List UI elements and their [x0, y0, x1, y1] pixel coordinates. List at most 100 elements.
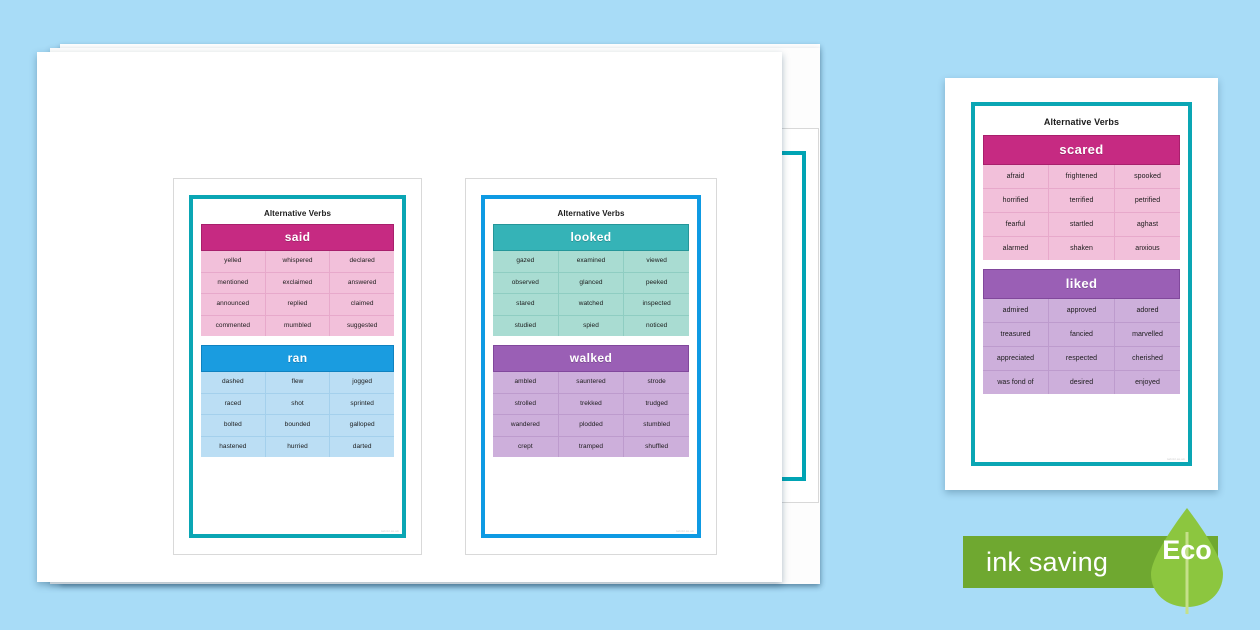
- verb-cell: strode: [624, 372, 689, 393]
- verb-cell: stumbled: [624, 415, 689, 436]
- verb-group-scared: scared afraid frightened spooked horrifi…: [983, 135, 1180, 260]
- verb-cell: bolted: [201, 415, 265, 436]
- poster-title: Alternative Verbs: [557, 209, 625, 218]
- verb-cell: shot: [265, 393, 330, 414]
- verb-cell: inspected: [624, 294, 689, 315]
- verb-cell: desired: [1049, 371, 1114, 394]
- poster-scared-liked: Alternative Verbs scared afraid frighten…: [971, 102, 1192, 466]
- leaf-icon: [1145, 506, 1229, 616]
- poster-credit: twinkl.co.uk: [676, 529, 694, 533]
- verb-cell: whispered: [265, 251, 330, 272]
- poster-page-scared-liked[interactable]: Alternative Verbs scared afraid frighten…: [945, 78, 1218, 490]
- verb-cell: petrified: [1115, 189, 1180, 212]
- verb-cell: sprinted: [330, 393, 394, 414]
- poster-said-ran: Alternative Verbs said yelled whispered …: [189, 195, 406, 538]
- verb-cell: horrified: [983, 189, 1048, 212]
- verb-grid: admired approved adored treasured fancie…: [983, 299, 1180, 394]
- verb-cell: mumbled: [265, 315, 330, 336]
- verb-cell: watched: [558, 294, 624, 315]
- verb-grid: afraid frightened spooked horrified terr…: [983, 165, 1180, 260]
- verb-cell: enjoyed: [1115, 371, 1180, 394]
- verb-cell: crept: [493, 436, 558, 457]
- verb-cell: was fond of: [983, 371, 1048, 394]
- verb-cell: bounded: [265, 415, 330, 436]
- verb-cell: observed: [493, 272, 558, 293]
- verb-grid: yelled whispered declared mentioned excl…: [201, 251, 394, 336]
- verb-group-heading: walked: [493, 345, 689, 372]
- verb-cell: viewed: [624, 251, 689, 272]
- eco-label: Eco: [1162, 534, 1212, 565]
- verb-cell: glanced: [558, 272, 624, 293]
- verb-grid: dashed flew jogged raced shot sprinted b…: [201, 372, 394, 457]
- verb-cell: exclaimed: [265, 272, 330, 293]
- verb-cell: raced: [201, 393, 265, 414]
- verb-group-looked: looked gazed examined viewed observed gl…: [493, 224, 689, 336]
- verb-cell: announced: [201, 294, 265, 315]
- verb-cell: sauntered: [558, 372, 624, 393]
- verb-cell: galloped: [330, 415, 394, 436]
- verb-cell: peeked: [624, 272, 689, 293]
- verb-cell: claimed: [330, 294, 394, 315]
- ink-saving-label: ink saving: [986, 546, 1109, 577]
- verb-cell: jogged: [330, 372, 394, 393]
- verb-cell: ambled: [493, 372, 558, 393]
- verb-cell: admired: [983, 299, 1048, 322]
- verb-cell: answered: [330, 272, 394, 293]
- verb-cell: hurried: [265, 436, 330, 457]
- verb-cell: marvelled: [1115, 323, 1180, 346]
- verb-cell: gazed: [493, 251, 558, 272]
- verb-cell: tramped: [558, 436, 624, 457]
- verb-cell: hastened: [201, 436, 265, 457]
- verb-cell: spied: [558, 315, 624, 336]
- verb-cell: darted: [330, 436, 394, 457]
- page-stack: Alternative Verbs said yelled whispered …: [37, 44, 820, 584]
- verb-cell: treasured: [983, 323, 1048, 346]
- poster-looked-walked: Alternative Verbs looked gazed examined …: [481, 195, 701, 538]
- hidden-poster-border: [780, 151, 806, 481]
- verb-cell: shaken: [1049, 237, 1114, 260]
- verb-grid: gazed examined viewed observed glanced p…: [493, 251, 689, 336]
- verb-group-ran: ran dashed flew jogged raced shot sprint…: [201, 345, 394, 457]
- verb-cell: frightened: [1049, 165, 1114, 188]
- verb-cell: trudged: [624, 393, 689, 414]
- verb-cell: replied: [265, 294, 330, 315]
- poster-title: Alternative Verbs: [1043, 117, 1120, 127]
- verb-cell: flew: [265, 372, 330, 393]
- verb-cell: suggested: [330, 315, 394, 336]
- verb-cell: examined: [558, 251, 624, 272]
- verb-cell: approved: [1049, 299, 1114, 322]
- verb-cell: alarmed: [983, 237, 1048, 260]
- verb-cell: dashed: [201, 372, 265, 393]
- verb-cell: adored: [1115, 299, 1180, 322]
- verb-cell: yelled: [201, 251, 265, 272]
- verb-group-liked: liked admired approved adored treasured …: [983, 269, 1180, 394]
- verb-cell: aghast: [1115, 213, 1180, 236]
- poster-credit: twinkl.co.uk: [1167, 457, 1185, 461]
- verb-cell: respected: [1049, 347, 1114, 370]
- verb-grid: ambled sauntered strode strolled trekked…: [493, 372, 689, 457]
- verb-group-heading: liked: [983, 269, 1180, 299]
- verb-group-heading: looked: [493, 224, 689, 251]
- verb-cell: terrified: [1049, 189, 1114, 212]
- verb-cell: strolled: [493, 393, 558, 414]
- verb-cell: wandered: [493, 415, 558, 436]
- verb-group-heading: said: [201, 224, 394, 251]
- poster-frame-said-ran[interactable]: Alternative Verbs said yelled whispered …: [173, 178, 422, 555]
- verb-cell: startled: [1049, 213, 1114, 236]
- verb-cell: cherished: [1115, 347, 1180, 370]
- verb-cell: declared: [330, 251, 394, 272]
- verb-cell: studied: [493, 315, 558, 336]
- verb-cell: commented: [201, 315, 265, 336]
- verb-cell: anxious: [1115, 237, 1180, 260]
- verb-cell: fearful: [983, 213, 1048, 236]
- poster-frame-looked-walked[interactable]: Alternative Verbs looked gazed examined …: [465, 178, 717, 555]
- verb-cell: stared: [493, 294, 558, 315]
- poster-title: Alternative Verbs: [263, 209, 332, 218]
- verb-cell: fancied: [1049, 323, 1114, 346]
- verb-cell: afraid: [983, 165, 1048, 188]
- verb-group-walked: walked ambled sauntered strode strolled …: [493, 345, 689, 457]
- hidden-poster-sliver: [779, 128, 819, 503]
- verb-cell: noticed: [624, 315, 689, 336]
- verb-cell: shuffled: [624, 436, 689, 457]
- verb-group-heading: ran: [201, 345, 394, 372]
